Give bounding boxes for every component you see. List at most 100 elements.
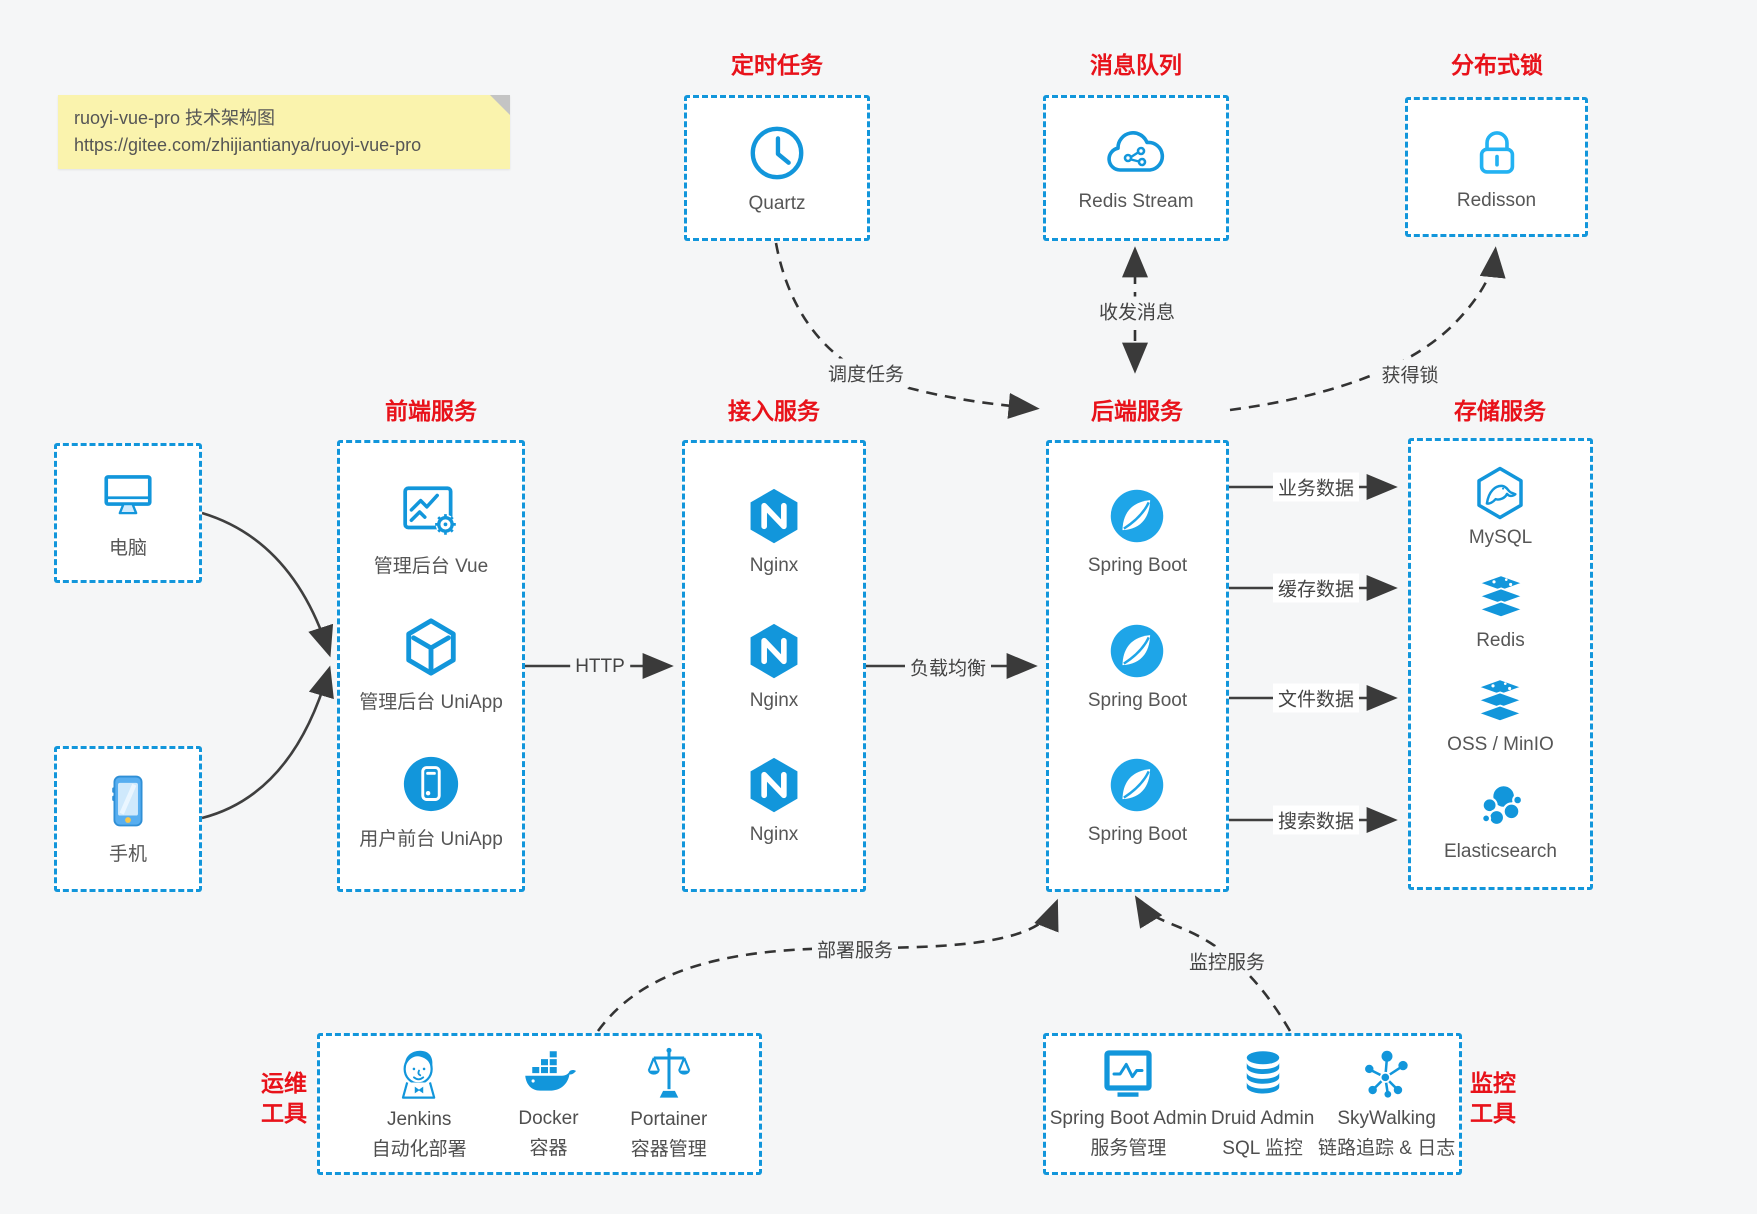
group-label-storage: 存储服务 bbox=[1454, 398, 1546, 424]
mysql-item: MySQL bbox=[1469, 465, 1532, 549]
redisson-label: Redisson bbox=[1456, 189, 1537, 211]
skywalking-item: SkyWalking 链路追踪 & 日志 bbox=[1318, 1046, 1455, 1162]
jenkins-name: Jenkins bbox=[386, 1109, 452, 1130]
cube-icon bbox=[406, 618, 456, 676]
nginx-label-1: Nginx bbox=[749, 555, 799, 577]
redis-stack-icon bbox=[1476, 574, 1525, 619]
spring-boot-item-2: Spring Boot bbox=[1088, 621, 1187, 712]
redis-label: Redis bbox=[1476, 630, 1525, 652]
devops-tools-box: Jenkins 自动化部署 Docker 容器 bbox=[317, 1033, 762, 1175]
oss-minio-label: OSS / MinIO bbox=[1447, 733, 1554, 755]
quartz-label: Quartz bbox=[748, 192, 806, 214]
monitor-label-line1: 监控 bbox=[1470, 1070, 1516, 1096]
phone-circle-icon bbox=[403, 756, 459, 811]
edge-phone-to-frontend bbox=[201, 665, 334, 820]
phone-client-item: 手机 bbox=[99, 772, 157, 866]
mysql-icon bbox=[1477, 466, 1524, 519]
docker-icon bbox=[525, 1051, 577, 1091]
spring-boot-item-3: Spring Boot bbox=[1088, 755, 1187, 846]
group-label-backend: 后端服务 bbox=[1091, 398, 1183, 424]
nginx-icon bbox=[750, 623, 798, 678]
edge-label-http: HTTP bbox=[570, 655, 630, 679]
docker-name: Docker bbox=[518, 1108, 579, 1129]
sticky-note: ruoyi-vue-pro 技术架构图 https://gitee.com/zh… bbox=[58, 95, 510, 169]
backend-box: Spring Boot Spring Boot Spring Boot bbox=[1046, 440, 1229, 892]
admin-uniapp-item: 管理后台 UniApp bbox=[359, 616, 503, 714]
portainer-desc: 容器管理 bbox=[630, 1139, 707, 1160]
admin-vue-item: 管理后台 Vue bbox=[374, 482, 488, 578]
druid-desc: SQL 监控 bbox=[1222, 1138, 1303, 1159]
storage-stack-icon bbox=[1476, 678, 1525, 722]
edge-label-load-balance: 负载均衡 bbox=[904, 652, 992, 682]
desktop-icon bbox=[104, 475, 152, 515]
user-uniapp-label: 用户前台 UniApp bbox=[359, 828, 503, 850]
docker-item: Docker 容器 bbox=[518, 1046, 579, 1162]
edge-deploy-arrow bbox=[596, 898, 1059, 1032]
spring-boot-icon bbox=[1111, 490, 1164, 543]
skywalking-name: SkyWalking bbox=[1337, 1108, 1436, 1129]
spring-boot-icon bbox=[1111, 624, 1164, 677]
jenkins-desc: 自动化部署 bbox=[371, 1139, 467, 1160]
skywalking-icon bbox=[1364, 1050, 1408, 1098]
edge-label-cache-data: 缓存数据 bbox=[1272, 573, 1360, 603]
nginx-label-3: Nginx bbox=[749, 823, 799, 845]
druid-icon bbox=[1246, 1051, 1279, 1094]
monitoring-tools-box: Spring Boot Admin 服务管理 Druid Admin SQL 监… bbox=[1043, 1033, 1462, 1175]
spring-boot-label-3: Spring Boot bbox=[1087, 823, 1188, 845]
edge-label-file-data: 文件数据 bbox=[1272, 683, 1360, 713]
monitor-label-line2: 工具 bbox=[1470, 1100, 1516, 1126]
skywalking-desc: 链路追踪 & 日志 bbox=[1318, 1138, 1456, 1159]
spring-boot-label-2: Spring Boot bbox=[1087, 689, 1188, 711]
nginx-item-1: Nginx bbox=[744, 486, 804, 577]
nginx-item-2: Nginx bbox=[744, 621, 804, 712]
spring-boot-admin-icon bbox=[1104, 1050, 1153, 1097]
edge-label-message: 收发消息 bbox=[1093, 296, 1181, 326]
spring-boot-admin-item: Spring Boot Admin 服务管理 bbox=[1050, 1046, 1207, 1162]
edge-acquire-lock-arrow bbox=[1229, 246, 1506, 412]
oss-minio-item: OSS / MinIO bbox=[1447, 676, 1554, 756]
clock-icon bbox=[750, 126, 804, 179]
spring-boot-label-1: Spring Boot bbox=[1087, 555, 1188, 577]
storage-box: MySQL Redis OSS / MinIO bbox=[1408, 438, 1593, 890]
quartz-item: Quartz bbox=[746, 122, 808, 215]
devops-label-line1: 运维 bbox=[261, 1070, 307, 1096]
elasticsearch-icon bbox=[1480, 784, 1523, 827]
redisson-box: Redisson bbox=[1405, 97, 1588, 237]
elasticsearch-label: Elasticsearch bbox=[1444, 841, 1557, 863]
note-url: https://gitee.com/zhijiantianya/ruoyi-vu… bbox=[74, 135, 422, 155]
admin-vue-label: 管理后台 Vue bbox=[373, 555, 489, 577]
spring-boot-admin-name: Spring Boot Admin bbox=[1049, 1108, 1208, 1129]
redis-stream-box: Redis Stream bbox=[1043, 95, 1229, 241]
docker-desc: 容器 bbox=[529, 1138, 568, 1159]
spring-boot-item-1: Spring Boot bbox=[1088, 486, 1187, 577]
spring-boot-icon bbox=[1111, 758, 1164, 811]
group-label-monitor-tools: 监控 工具 bbox=[1443, 1068, 1543, 1128]
jenkins-item: Jenkins 自动化部署 bbox=[372, 1045, 467, 1163]
mysql-label: MySQL bbox=[1468, 526, 1533, 548]
redis-item: Redis bbox=[1473, 572, 1529, 652]
portainer-name: Portainer bbox=[630, 1109, 708, 1130]
edge-label-deploy: 部署服务 bbox=[811, 934, 899, 964]
user-uniapp-item: 用户前台 UniApp bbox=[359, 753, 503, 851]
admin-uniapp-label: 管理后台 UniApp bbox=[359, 692, 503, 713]
quartz-box: Quartz bbox=[684, 95, 870, 241]
druid-name: Druid Admin bbox=[1210, 1108, 1315, 1129]
edge-label-monitor: 监控服务 bbox=[1183, 946, 1271, 976]
nginx-icon bbox=[750, 489, 798, 544]
edge-label-business-data: 业务数据 bbox=[1272, 472, 1360, 502]
pc-client-item: 电脑 bbox=[99, 466, 157, 560]
group-label-scheduled-tasks: 定时任务 bbox=[731, 52, 823, 78]
portainer-item: Portainer 容器管理 bbox=[630, 1045, 707, 1163]
jenkins-icon bbox=[402, 1050, 436, 1099]
frontend-box: 管理后台 Vue 管理后台 UniApp 用户前台 UniApp bbox=[337, 440, 525, 892]
edge-label-search-data: 搜索数据 bbox=[1272, 805, 1360, 835]
group-label-gateway: 接入服务 bbox=[728, 398, 820, 424]
edge-label-acquire-lock: 获得锁 bbox=[1376, 359, 1444, 389]
redisson-item: Redisson bbox=[1457, 123, 1536, 212]
pc-client-label: 电脑 bbox=[108, 538, 147, 559]
note-title: ruoyi-vue-pro 技术架构图 bbox=[74, 108, 276, 128]
pc-client-box: 电脑 bbox=[54, 443, 202, 583]
smartphone-icon bbox=[112, 775, 143, 827]
cloud-network-icon bbox=[1107, 130, 1165, 172]
